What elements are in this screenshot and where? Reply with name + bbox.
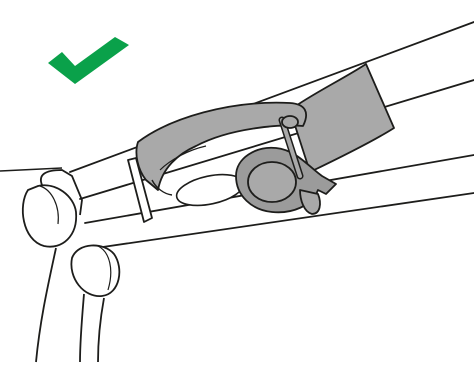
lower-joint bbox=[36, 245, 119, 362]
check-mark-icon bbox=[48, 37, 129, 84]
left-joint bbox=[23, 170, 82, 247]
